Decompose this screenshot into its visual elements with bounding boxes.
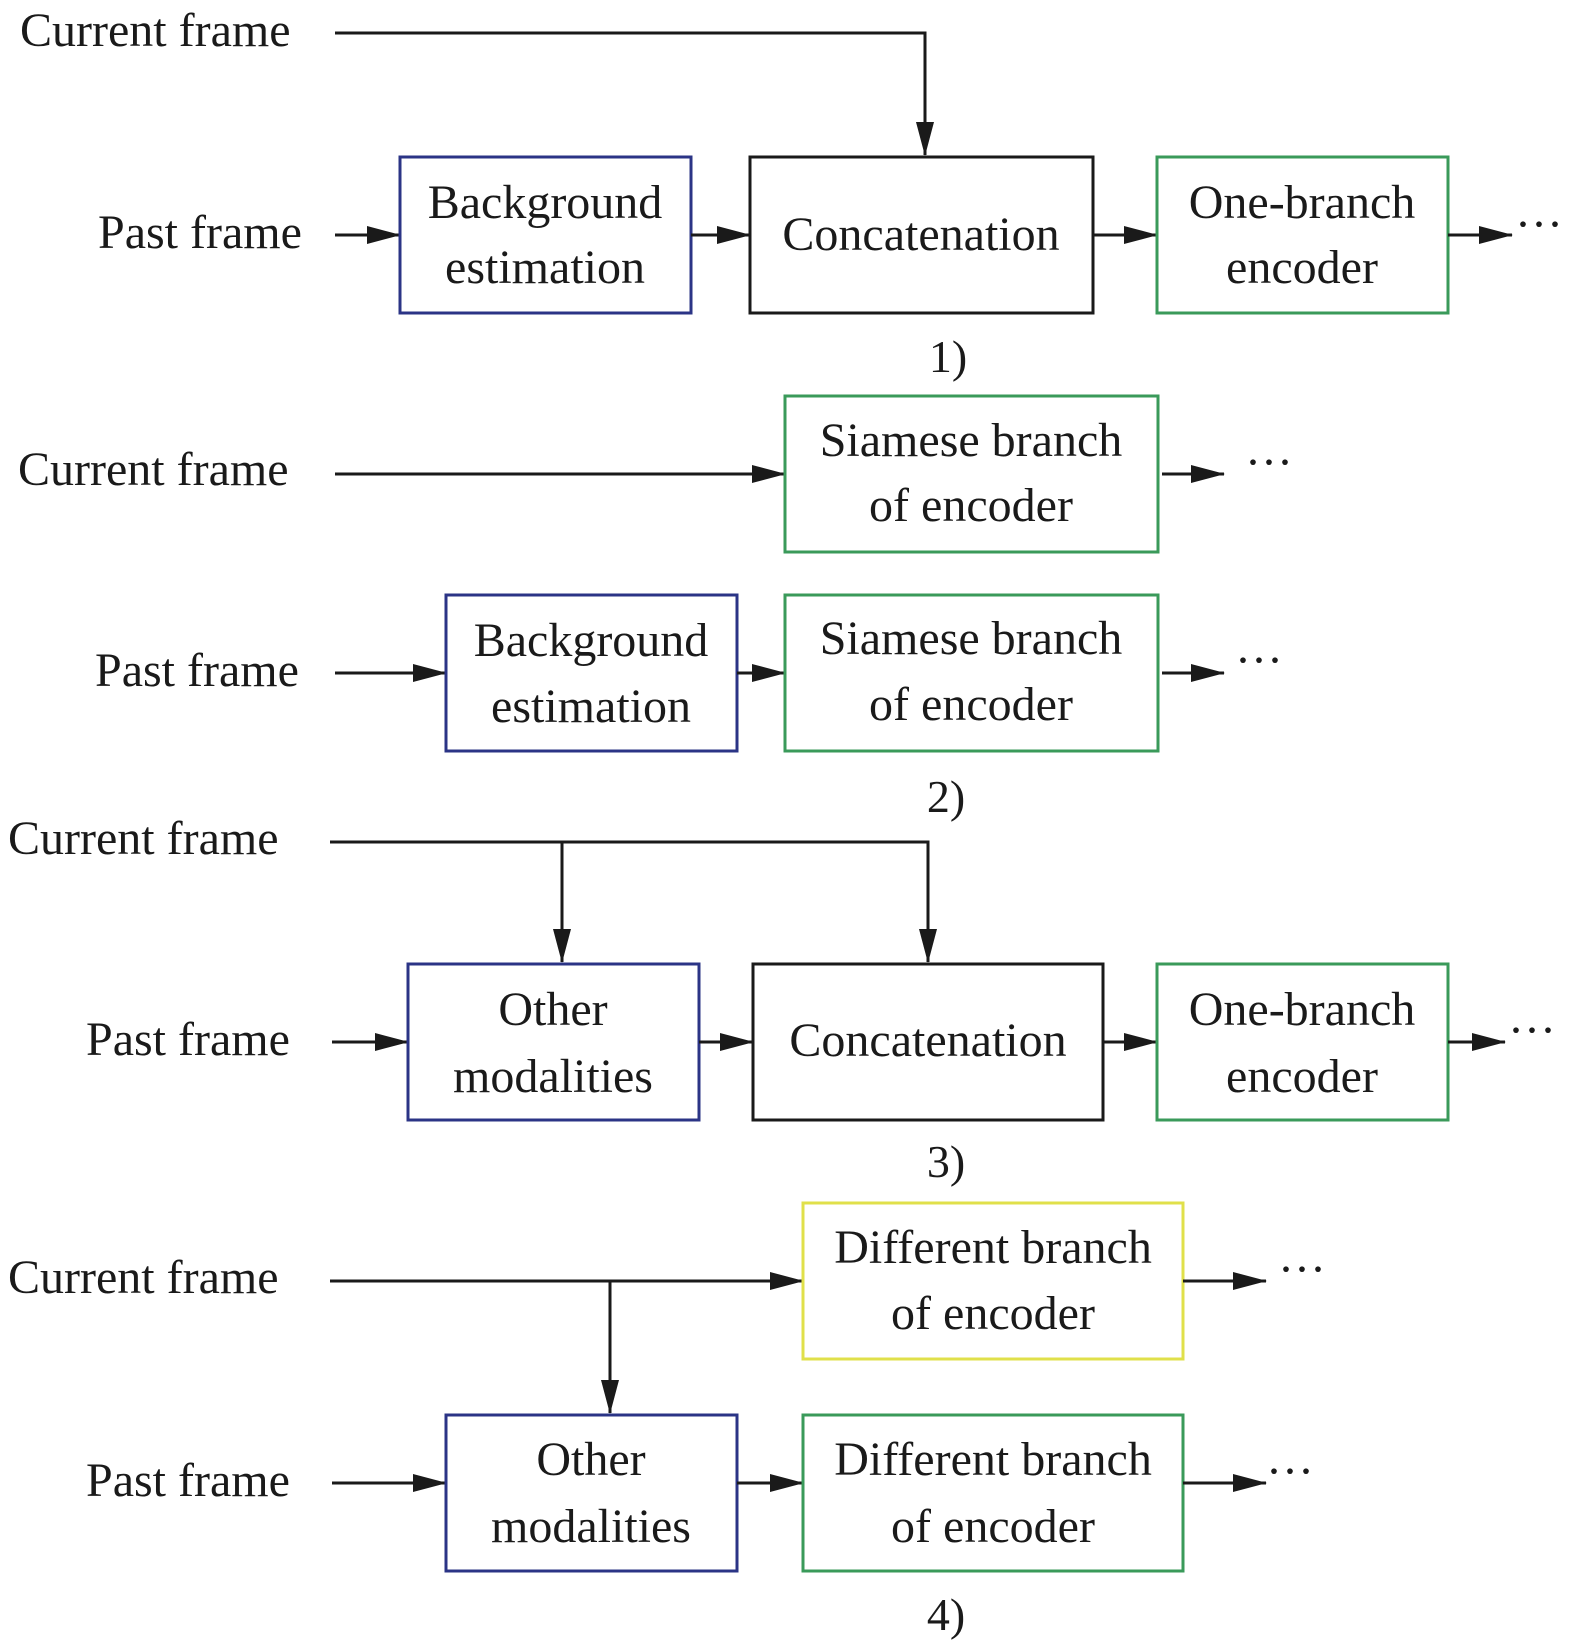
ellipsis: ···: [1266, 1445, 1314, 1498]
ellipsis: ···: [1245, 436, 1293, 489]
siamese-branch-bottom-line1: Siamese branch: [820, 612, 1123, 665]
past-frame-label: Past frame: [86, 1454, 290, 1507]
current-frame-label: Current frame: [8, 1251, 279, 1304]
past-frame-label: Past frame: [86, 1013, 290, 1066]
current-frame-label: Current frame: [8, 812, 279, 865]
siamese-branch-bottom-line2: of encoder: [869, 678, 1073, 731]
one-branch-encoder-line2: encoder: [1226, 241, 1378, 294]
other-modalities-box: [406, 962, 701, 1122]
caption-4: 4): [927, 1589, 965, 1640]
current-frame-arrow-to-concatenation: [330, 840, 937, 963]
other-modalities-line1: Other: [498, 983, 607, 1036]
siamese-branch-top-line2: of encoder: [869, 479, 1073, 532]
siamese-branch-box-bottom: [783, 593, 1160, 753]
current-frame-arrow: [335, 31, 934, 156]
panel-3: Current frame Past frame Other modalitie…: [8, 812, 1556, 1187]
ellipsis: ···: [1235, 634, 1283, 687]
ellipsis: ···: [1508, 1004, 1556, 1057]
different-branch-bottom-line1: Different branch: [834, 1433, 1152, 1486]
ellipsis: ···: [1278, 1243, 1326, 1296]
background-estimation-line2: estimation: [445, 241, 645, 294]
current-frame-label: Current frame: [18, 443, 289, 496]
other-modalities-line2: modalities: [491, 1500, 691, 1553]
panel-4: Current frame Different branch of encode…: [8, 1201, 1326, 1640]
caption-1: 1): [929, 331, 967, 382]
siamese-branch-top-line1: Siamese branch: [820, 414, 1123, 467]
panel-2: Current frame Siamese branch of encoder …: [18, 394, 1293, 822]
past-frame-label: Past frame: [98, 206, 302, 259]
background-estimation-box: [444, 593, 739, 753]
current-frame-label: Current frame: [20, 4, 291, 57]
panel-1: Current frame Past frame Background esti…: [20, 4, 1563, 382]
one-branch-encoder-box: [1155, 155, 1450, 315]
caption-2: 2): [927, 771, 965, 822]
one-branch-encoder-line1: One-branch: [1189, 983, 1416, 1036]
ellipsis: ···: [1515, 198, 1563, 251]
one-branch-encoder-box: [1155, 962, 1450, 1122]
different-branch-bottom-line2: of encoder: [891, 1500, 1095, 1553]
background-estimation-line1: Background: [474, 614, 709, 667]
other-modalities-box: [444, 1413, 739, 1573]
other-modalities-line1: Other: [536, 1433, 645, 1486]
different-branch-box-bottom: [801, 1413, 1185, 1573]
different-branch-top-line1: Different branch: [834, 1221, 1152, 1274]
one-branch-encoder-line2: encoder: [1226, 1050, 1378, 1103]
siamese-branch-box-top: [783, 394, 1160, 554]
different-branch-top-line2: of encoder: [891, 1287, 1095, 1340]
concatenation-label: Concatenation: [782, 208, 1059, 261]
background-estimation-line1: Background: [428, 176, 663, 229]
background-estimation-line2: estimation: [491, 680, 691, 733]
one-branch-encoder-line1: One-branch: [1189, 176, 1416, 229]
different-branch-box-top: [801, 1201, 1185, 1361]
caption-3: 3): [927, 1136, 965, 1187]
past-frame-label: Past frame: [95, 644, 299, 697]
concatenation-box: [748, 155, 1095, 315]
other-modalities-line2: modalities: [453, 1050, 653, 1103]
concatenation-label: Concatenation: [789, 1014, 1066, 1067]
